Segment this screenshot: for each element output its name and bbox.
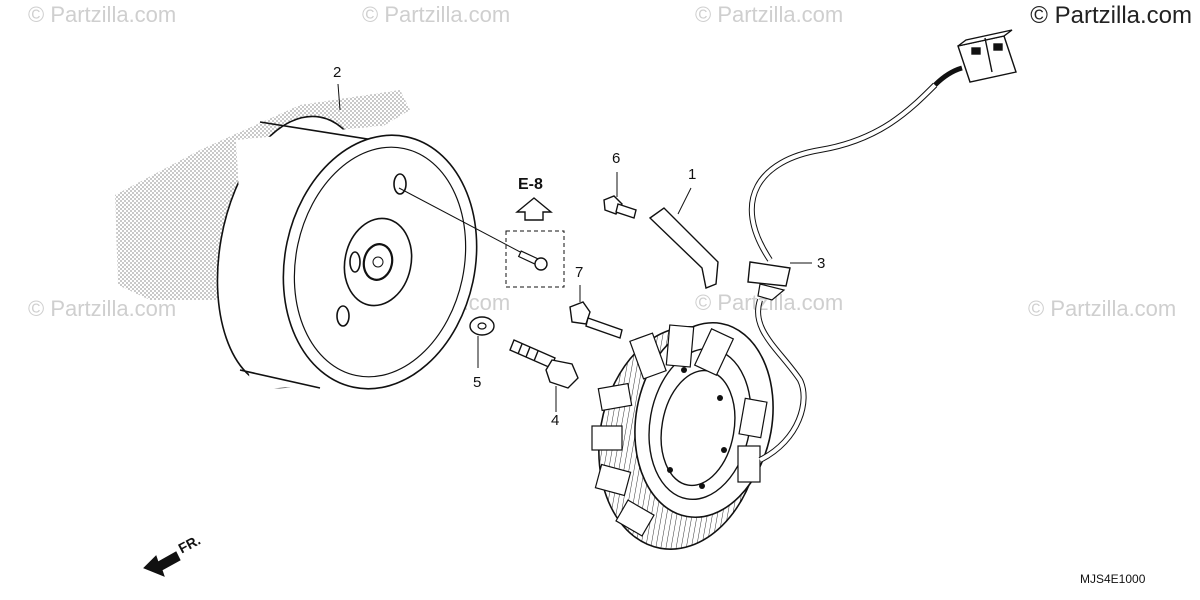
small-bolt — [603, 172, 637, 219]
leader-line — [337, 83, 341, 111]
callout-3: 3 — [817, 255, 826, 272]
watermark: © Partzilla.com — [28, 2, 177, 27]
callout-7: 7 — [575, 264, 584, 281]
reference-label: E-8 — [518, 176, 543, 193]
wire-clamp — [648, 187, 719, 289]
watermark: © Partzilla.com — [1028, 296, 1177, 321]
flywheel-bolt — [509, 339, 579, 412]
wire-connector — [957, 29, 1017, 83]
stator — [591, 321, 774, 550]
callout-2: 2 — [333, 64, 342, 81]
callout-6: 6 — [612, 150, 621, 167]
watermark: © Partzilla.com — [28, 296, 177, 321]
callout-4: 4 — [551, 412, 560, 429]
flywheel — [216, 115, 478, 390]
washer — [469, 316, 495, 368]
stator-bolt — [569, 285, 623, 339]
watermark-main: © Partzilla.com — [1030, 2, 1192, 29]
callout-1: 1 — [688, 166, 697, 183]
diagram-code: MJS4E1000 — [1080, 572, 1146, 586]
front-direction-arrow — [143, 551, 181, 577]
watermark: © Partzilla.com — [695, 2, 844, 27]
callout-5: 5 — [473, 374, 482, 391]
watermark: © Partzilla.com — [362, 2, 511, 27]
reference-bolt — [398, 187, 565, 288]
reference-arrow — [515, 197, 553, 221]
wire-harness — [747, 65, 963, 463]
